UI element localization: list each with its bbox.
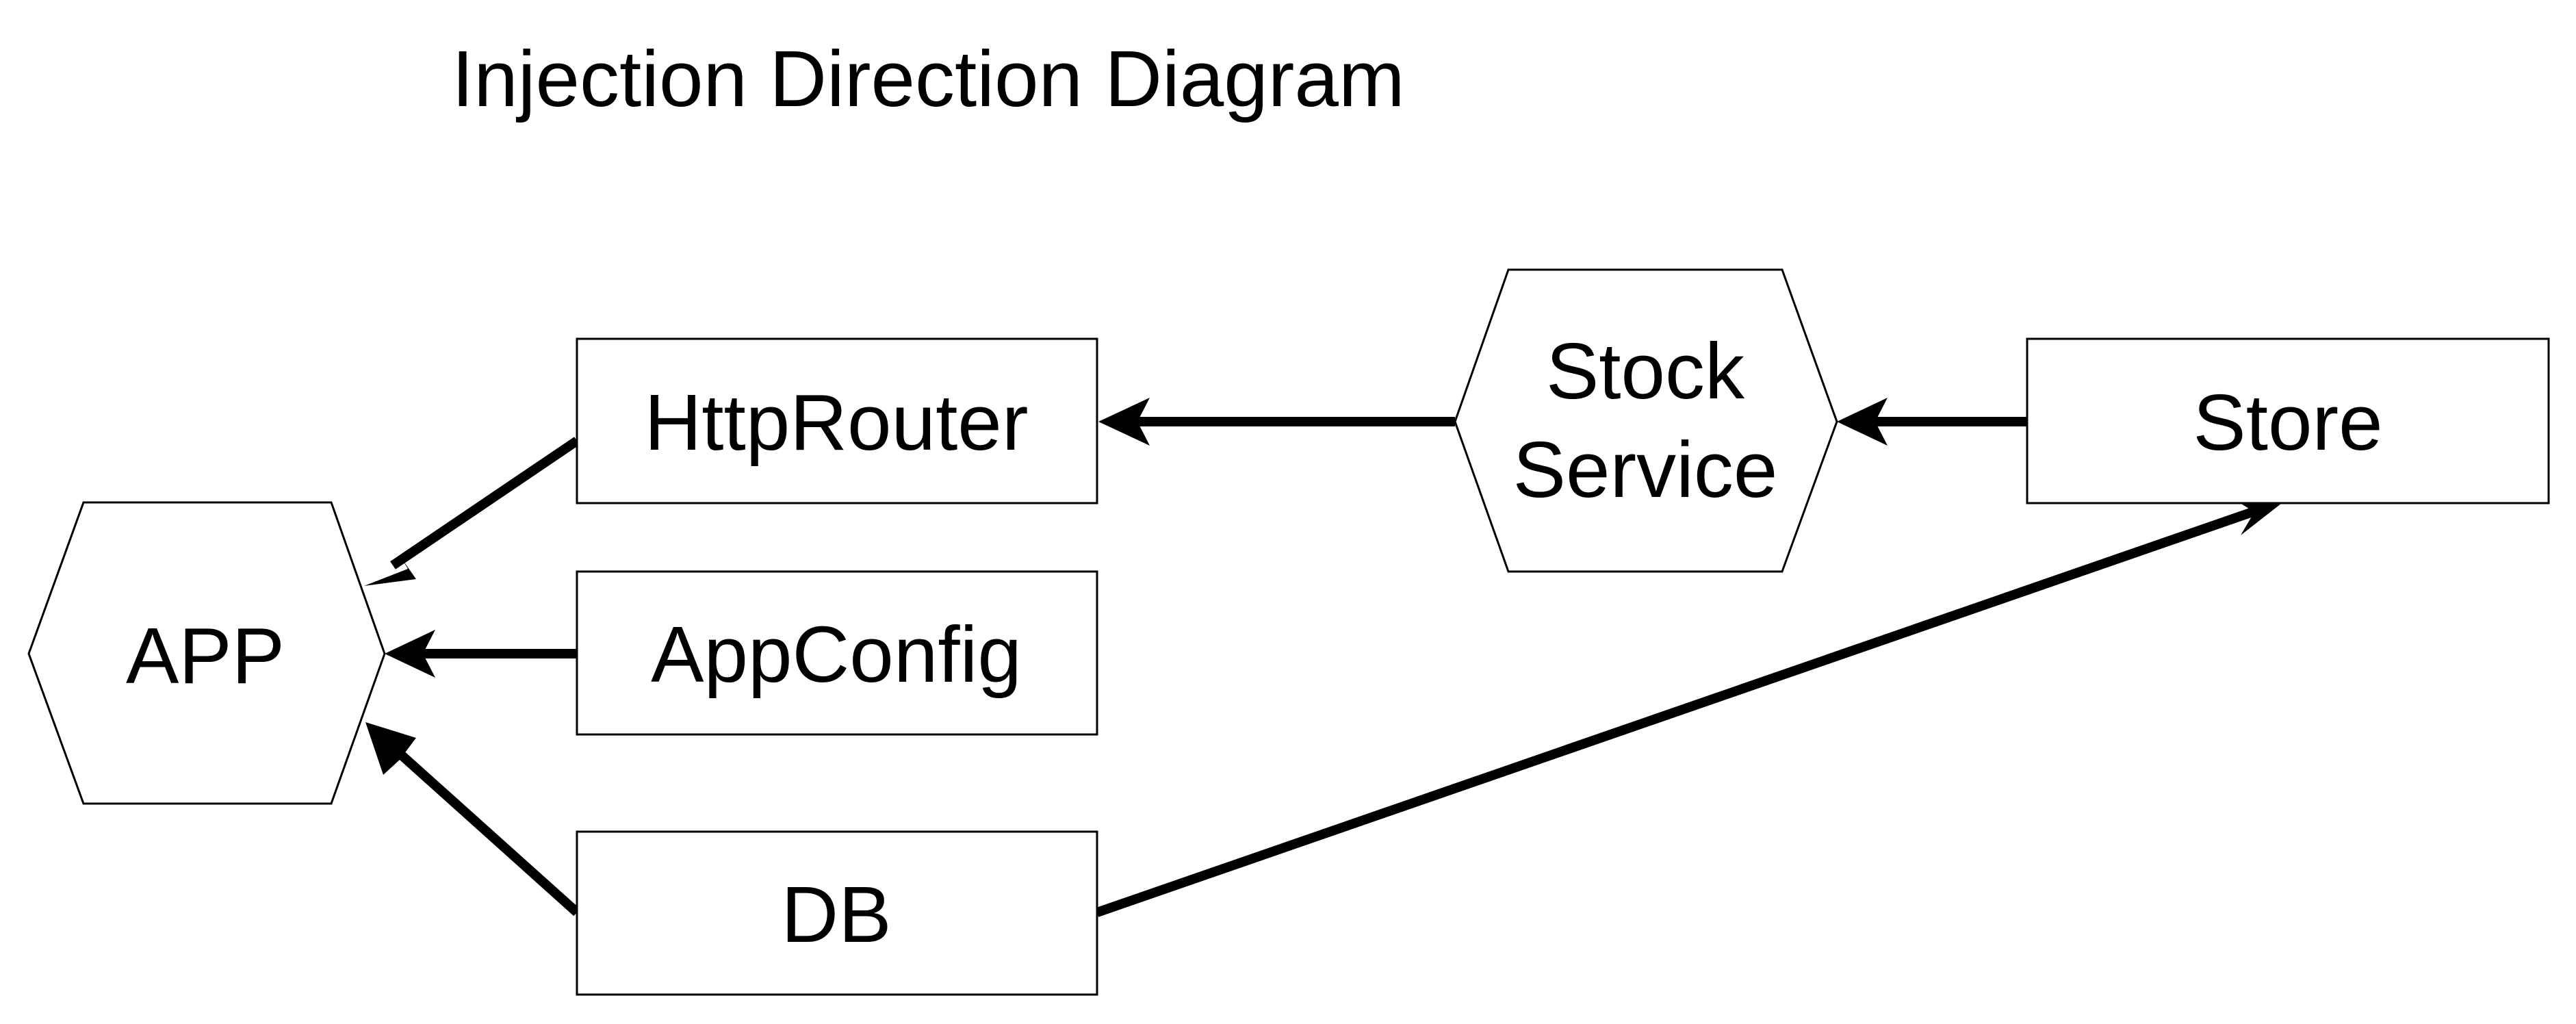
httprouter-label: HttpRouter bbox=[645, 378, 1029, 467]
arrowhead-db-to-app bbox=[365, 722, 416, 775]
arrowhead-httprouter-to-app bbox=[364, 559, 416, 586]
appconfig-box bbox=[576, 570, 1098, 736]
stock-service-label-line-1: Stock bbox=[1546, 327, 1745, 415]
node-db: DB bbox=[576, 830, 1098, 996]
httprouter-box bbox=[576, 337, 1098, 504]
arrowhead-appconfig-to-app bbox=[385, 630, 435, 678]
appconfig-label: AppConfig bbox=[651, 610, 1022, 699]
arrowhead-db-to-store bbox=[2232, 498, 2284, 535]
db-label: DB bbox=[781, 870, 891, 959]
edge-db-to-app bbox=[388, 742, 580, 917]
node-stock-service: Stock Service bbox=[1454, 268, 1838, 573]
store-box bbox=[2026, 337, 2550, 504]
stock-service-hexagon bbox=[1454, 268, 1838, 573]
db-box bbox=[576, 830, 1098, 996]
diagram-title: Injection Direction Diagram bbox=[452, 34, 1405, 123]
arrowhead-store-to-stockservice bbox=[1837, 398, 1888, 446]
edge-db-to-store bbox=[1095, 505, 2261, 917]
edges bbox=[364, 398, 2284, 917]
stock-service-label-line-2: Service bbox=[1513, 425, 1778, 514]
app-hexagon bbox=[27, 501, 386, 805]
store-label: Store bbox=[2193, 378, 2382, 467]
node-appconfig: AppConfig bbox=[576, 570, 1098, 736]
edge-httprouter-to-app bbox=[390, 437, 580, 569]
app-label: APP bbox=[126, 611, 285, 700]
node-httprouter: HttpRouter bbox=[576, 337, 1098, 504]
node-store: Store bbox=[2026, 337, 2550, 504]
arrowhead-stockservice-to-httprouter bbox=[1098, 398, 1150, 446]
node-app: APP bbox=[27, 501, 386, 805]
